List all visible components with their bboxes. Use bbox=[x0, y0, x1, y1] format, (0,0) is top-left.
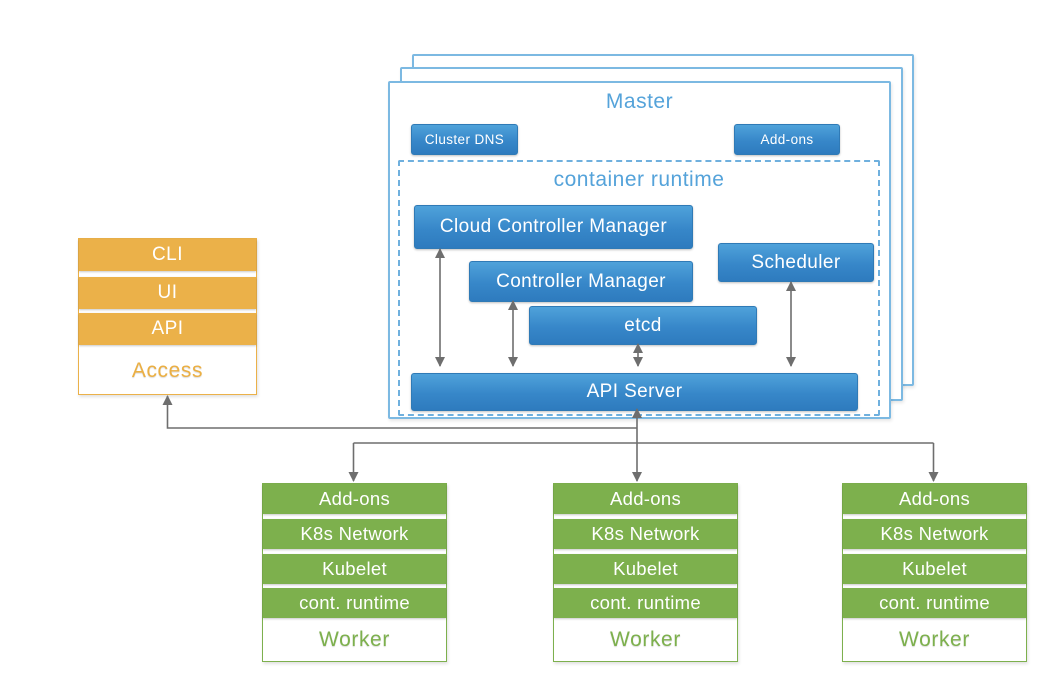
access-layer-cli: CLI bbox=[79, 239, 256, 271]
worker-node-2: Add-ons K8s Network Kubelet cont. runtim… bbox=[553, 483, 738, 662]
api-server-box: API Server bbox=[411, 373, 858, 411]
master-panel: Master Cluster DNS Add-ons container run… bbox=[388, 81, 891, 419]
access-layer-ui: UI bbox=[79, 277, 256, 309]
worker3-layer-k8s-network: K8s Network bbox=[843, 519, 1026, 549]
container-runtime-group: container runtime Cloud Controller Manag… bbox=[398, 160, 880, 416]
worker-node-1: Add-ons K8s Network Kubelet cont. runtim… bbox=[262, 483, 447, 662]
master-addons-box: Add-ons bbox=[734, 124, 840, 155]
access-layer-api: API bbox=[79, 313, 256, 345]
master-title: Master bbox=[605, 90, 674, 113]
container-runtime-title: container runtime bbox=[553, 168, 725, 191]
scheduler-box: Scheduler bbox=[718, 243, 874, 282]
worker1-title: Worker bbox=[319, 628, 390, 651]
cluster-dns-box: Cluster DNS bbox=[411, 124, 518, 155]
worker3-layer-cont-runtime: cont. runtime bbox=[843, 588, 1026, 618]
worker2-layer-addons: Add-ons bbox=[554, 484, 737, 514]
worker1-layer-cont-runtime: cont. runtime bbox=[263, 588, 446, 618]
access-title: Access bbox=[131, 359, 204, 382]
worker1-layer-kubelet: Kubelet bbox=[263, 554, 446, 584]
worker-node-3: Add-ons K8s Network Kubelet cont. runtim… bbox=[842, 483, 1027, 662]
worker3-title: Worker bbox=[899, 628, 970, 651]
worker3-layer-kubelet: Kubelet bbox=[843, 554, 1026, 584]
worker2-layer-kubelet: Kubelet bbox=[554, 554, 737, 584]
cloud-controller-manager-box: Cloud Controller Manager bbox=[414, 205, 693, 249]
etcd-box: etcd bbox=[529, 306, 757, 345]
worker3-layer-addons: Add-ons bbox=[843, 484, 1026, 514]
controller-manager-box: Controller Manager bbox=[469, 261, 693, 302]
worker2-title: Worker bbox=[610, 628, 681, 651]
worker2-layer-k8s-network: K8s Network bbox=[554, 519, 737, 549]
access-panel: CLI UI API Access bbox=[78, 238, 257, 395]
worker1-layer-addons: Add-ons bbox=[263, 484, 446, 514]
worker1-layer-k8s-network: K8s Network bbox=[263, 519, 446, 549]
worker2-layer-cont-runtime: cont. runtime bbox=[554, 588, 737, 618]
